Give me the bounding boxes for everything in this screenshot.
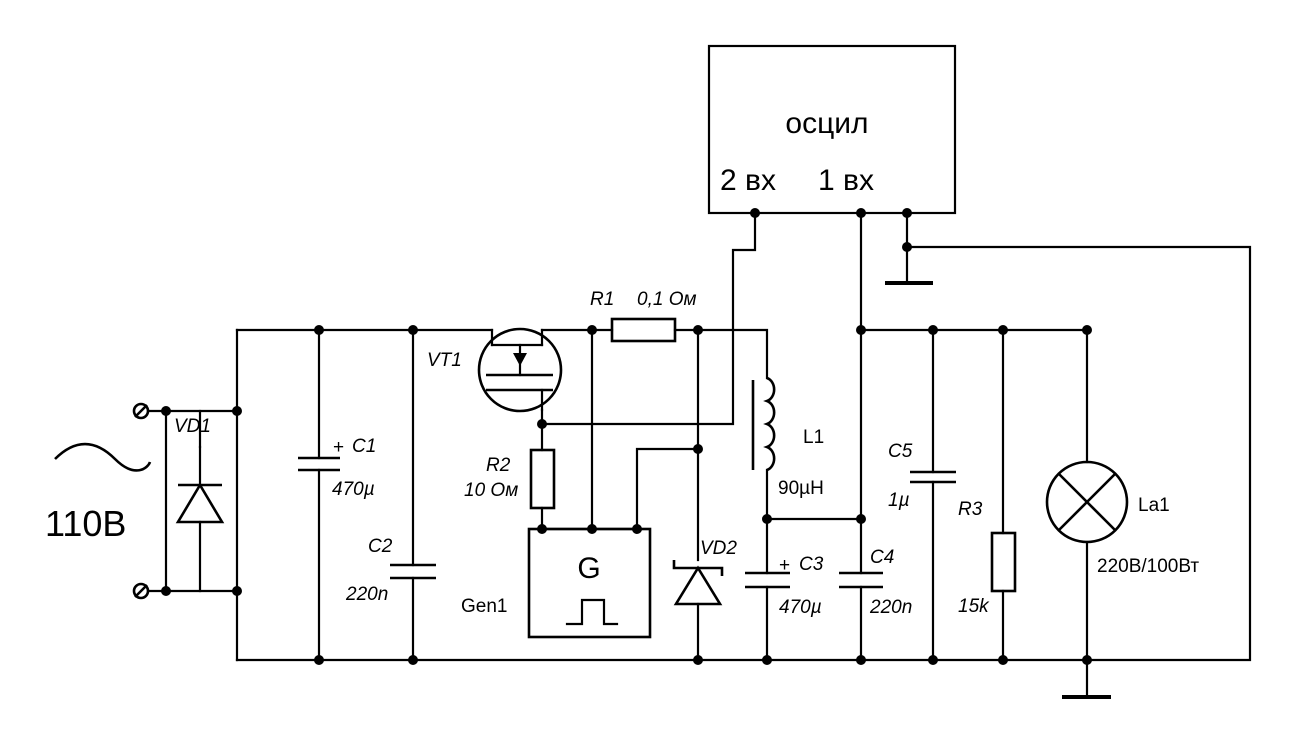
c4-value: 220n — [869, 597, 912, 618]
capacitor-c5: C5 1µ — [888, 441, 956, 511]
lamp-la1: La1 220В/100Вт — [1045, 460, 1199, 577]
c4-ref: C4 — [870, 547, 894, 568]
r1-value: 0,1 Ом — [637, 289, 697, 310]
c2-ref: C2 — [368, 536, 393, 557]
gen1-symbol: G — [577, 552, 600, 585]
oscilloscope-input2-label: 2 вх — [720, 164, 776, 197]
gen1-ref: Gen1 — [461, 596, 507, 617]
c3-value: 470µ — [779, 597, 822, 618]
vt1-ref: VT1 — [427, 350, 462, 371]
junction-dots — [161, 208, 1092, 665]
wires — [164, 211, 1252, 699]
c3-ref: C3 — [799, 554, 824, 575]
c1-polarity: + — [333, 437, 344, 458]
c2-value: 220n — [345, 584, 388, 605]
r3-ref: R3 — [958, 499, 983, 520]
diode-vd1: VD1 — [174, 416, 225, 524]
transistor-vt1: VT1 — [427, 327, 563, 413]
vd2-ref: VD2 — [700, 538, 737, 559]
generator-gen1: G Gen1 — [461, 527, 652, 639]
c1-value: 470µ — [332, 479, 375, 500]
oscilloscope-input1-label: 1 вх — [818, 164, 874, 197]
la1-value: 220В/100Вт — [1097, 556, 1199, 577]
resistor-r3: R3 15k — [958, 499, 1017, 617]
c1-ref: C1 — [352, 436, 376, 457]
oscilloscope: осцил 2 вх 1 вх — [707, 44, 957, 215]
capacitor-c3: + C3 470µ — [745, 554, 824, 618]
vd1-ref: VD1 — [174, 416, 211, 437]
l1-ref: L1 — [803, 427, 824, 448]
ground-symbols — [885, 281, 1111, 699]
r2-ref: R2 — [486, 455, 511, 476]
inductor-l1: L1 90µH — [751, 376, 824, 499]
pulse-icon — [565, 598, 619, 626]
capacitor-c2: C2 220n — [345, 536, 436, 605]
c3-polarity: + — [779, 555, 790, 576]
ac-source: 110В — [45, 402, 168, 600]
c5-ref: C5 — [888, 441, 913, 462]
r3-value: 15k — [958, 596, 990, 617]
la1-ref: La1 — [1138, 495, 1170, 516]
r2-value: 10 Ом — [464, 480, 518, 501]
oscilloscope-title: осцил — [785, 107, 868, 140]
capacitor-c1: + C1 470µ — [298, 436, 376, 500]
c5-value: 1µ — [888, 490, 910, 511]
l1-value: 90µH — [778, 478, 824, 499]
diode-vd2: VD2 — [672, 538, 737, 606]
r1-ref: R1 — [590, 289, 614, 310]
capacitor-c4: C4 220n — [839, 547, 912, 618]
resistor-r2: R2 10 Ом — [464, 448, 556, 510]
resistor-r1: R1 0,1 Ом — [590, 289, 697, 343]
source-label: 110В — [45, 503, 126, 544]
